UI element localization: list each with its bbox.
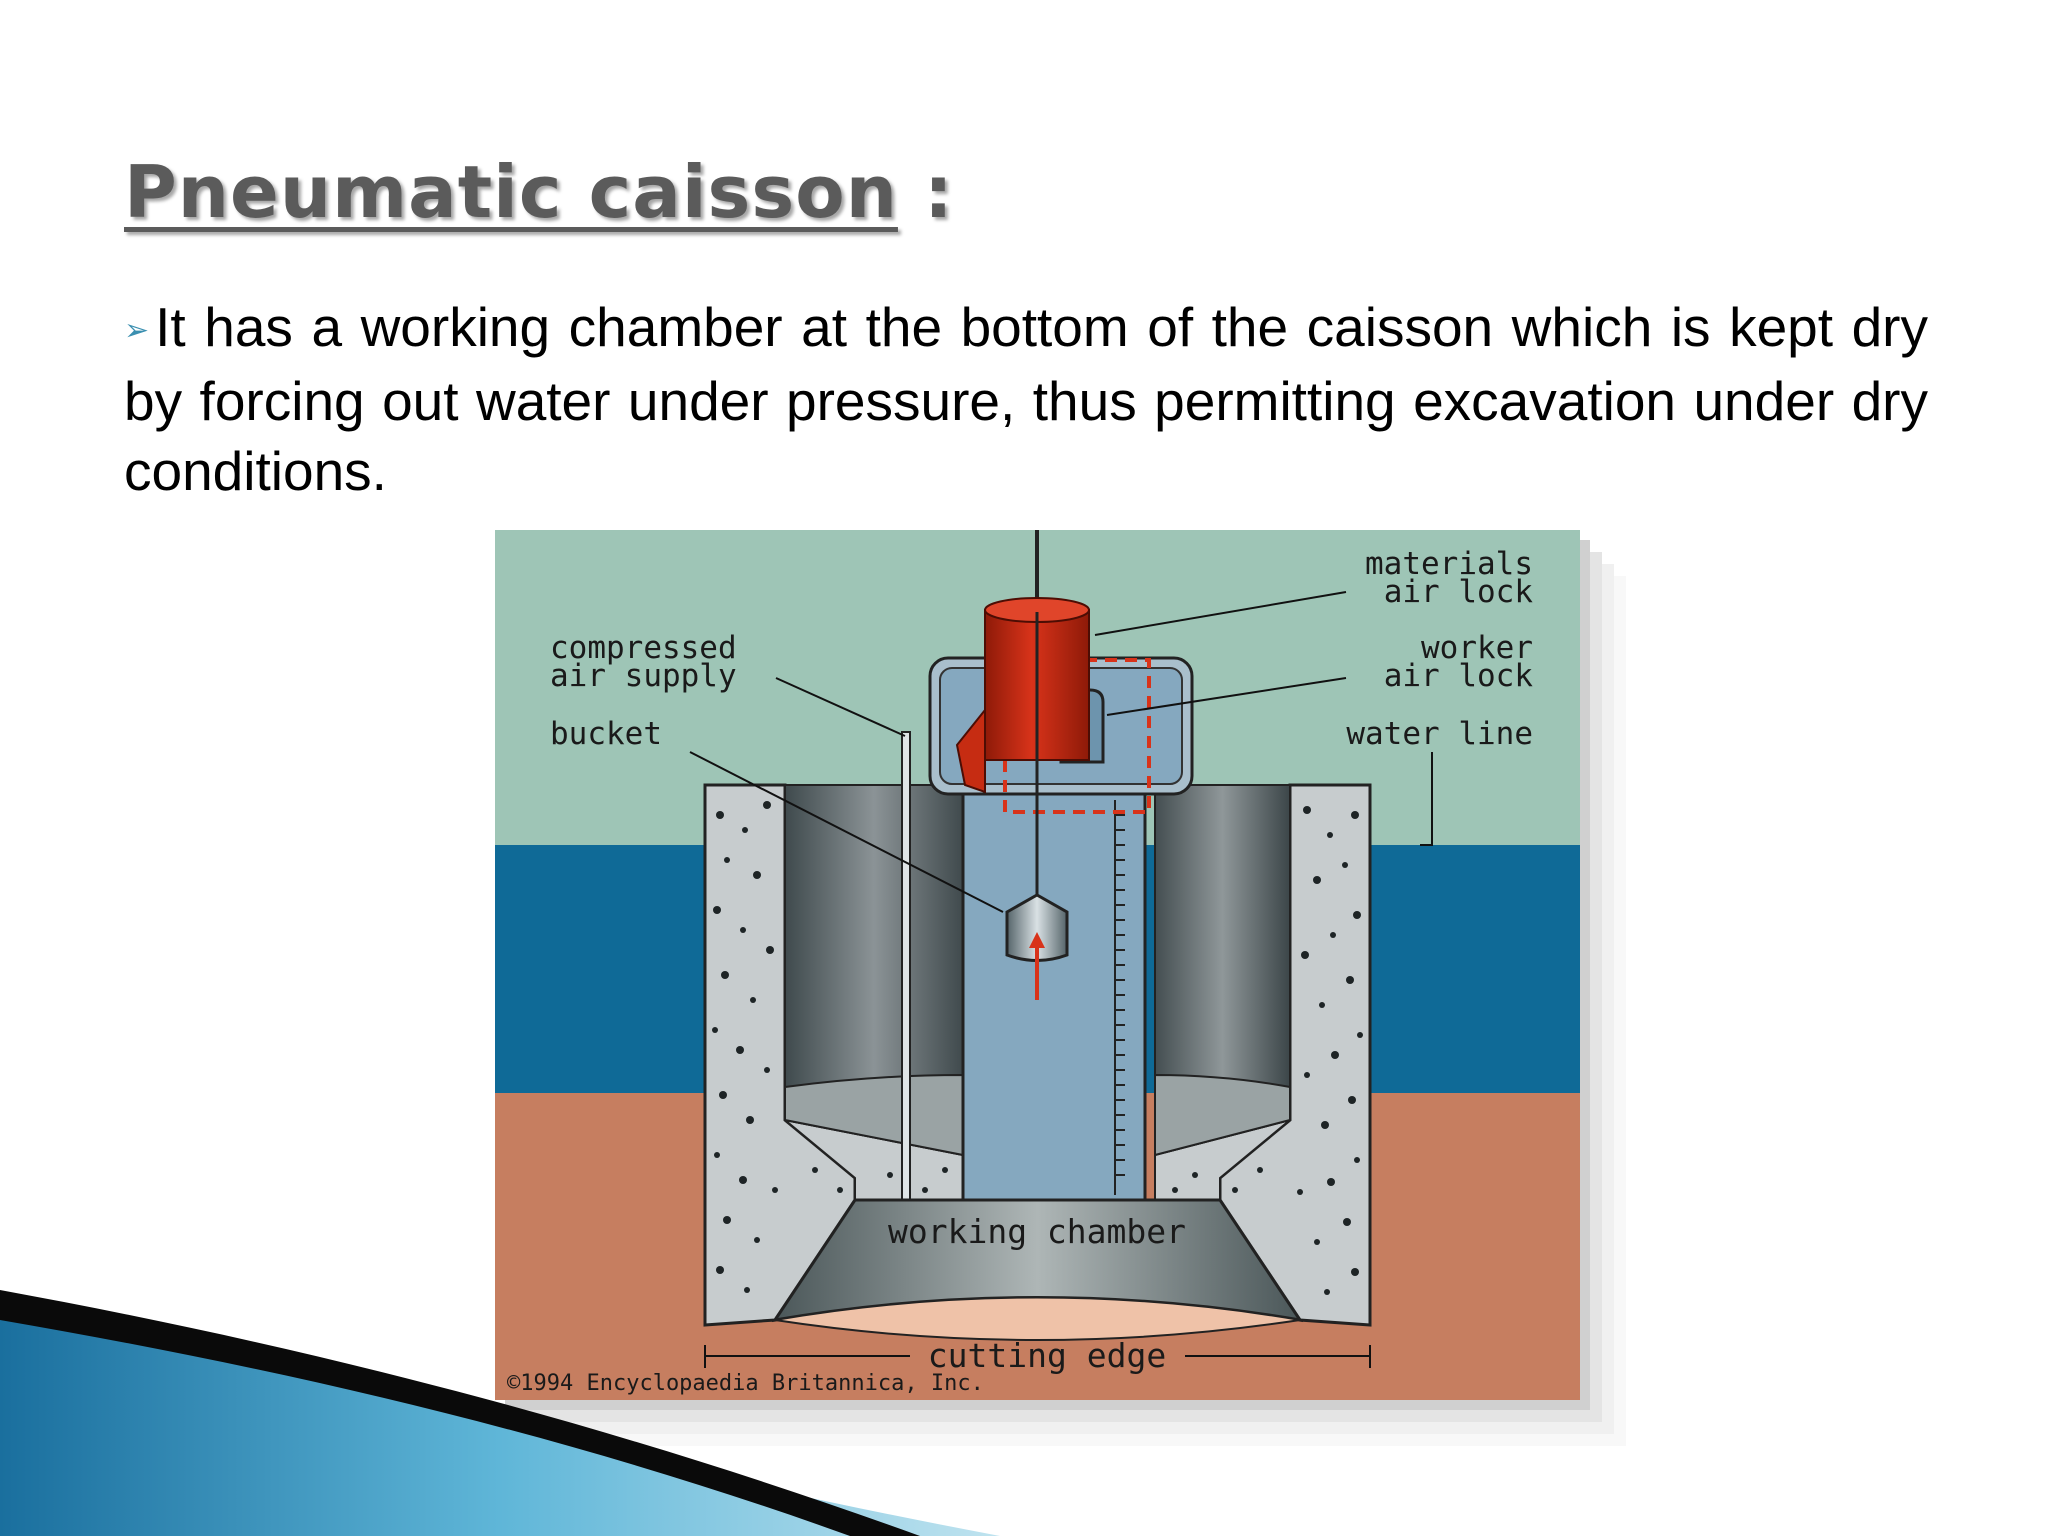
label-copyright: ©1994 Encyclopaedia Britannica, Inc. [507, 1371, 984, 1396]
label-bucket: bucket [550, 716, 662, 752]
label-water-line: water line [1346, 716, 1533, 752]
label-cutting-edge: cutting edge [928, 1336, 1166, 1375]
central-shaft [961, 778, 1147, 1202]
slide-title-text: Pneumatic caisson [124, 150, 898, 234]
caisson-diagram-svg: materials air lock worker air lock water… [495, 530, 1580, 1400]
bucket [1005, 893, 1069, 962]
bullet-text: It has a working chamber at the bottom o… [124, 296, 1928, 502]
label-materials-air-lock: air lock [1384, 574, 1534, 610]
compressed-air-pipe [901, 731, 911, 1205]
slide-title-colon: : [897, 150, 954, 234]
shaft-ladder [1114, 800, 1125, 1195]
leader-lines [689, 591, 1433, 913]
inner-floor-right [1154, 1073, 1291, 1157]
label-materials: materials [1365, 546, 1533, 582]
materials-lock-chute [955, 707, 986, 794]
concrete-aggregate [712, 801, 1363, 1295]
bullet-paragraph: ➢It has a working chamber at the bottom … [124, 292, 1928, 506]
bucket-arrow-icon [1029, 932, 1045, 948]
label-working-chamber: working chamber [888, 1212, 1186, 1251]
caisson-diagram: materials air lock worker air lock water… [495, 530, 1580, 1400]
label-worker-air-lock: air lock [1384, 658, 1534, 694]
bullet-arrow-icon: ➢ [124, 314, 150, 347]
label-air-supply: air supply [550, 658, 737, 694]
label-worker: worker [1421, 630, 1533, 666]
label-compressed: compressed [550, 630, 737, 666]
slide-title: Pneumatic caisson : [124, 150, 954, 234]
